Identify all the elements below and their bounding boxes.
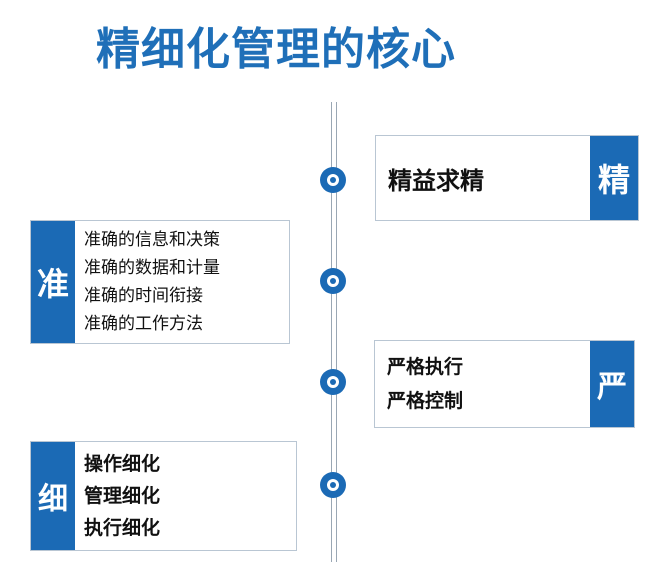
card-xi-badge: 细 [31,442,75,550]
card-jing-badge: 精 [590,136,638,220]
card-xi: 细 操作细化 管理细化 执行细化 [30,441,297,551]
card-xi-line: 操作细化 [84,453,161,475]
card-xi-lines: 操作细化 管理细化 执行细化 [75,442,160,550]
timeline-node-icon-2 [320,268,346,294]
card-jing-lines: 精益求精 [376,136,590,220]
card-yan: 严格执行 严格控制 严 [374,340,635,428]
card-xi-line: 执行细化 [84,517,161,539]
timeline-node-icon-1 [320,167,346,193]
card-zhun: 准 准确的信息和决策 准确的数据和计量 准确的时间衔接 准确的工作方法 [30,220,290,344]
card-zhun-lines: 准确的信息和决策 准确的数据和计量 准确的时间衔接 准确的工作方法 [75,221,220,343]
card-jing: 精益求精 精 [375,135,639,221]
timeline-axis [331,102,337,562]
card-zhun-line: 准确的工作方法 [84,314,203,334]
card-yan-lines: 严格执行 严格控制 [375,341,590,427]
card-yan-badge: 严 [590,341,634,427]
card-zhun-line: 准确的时间衔接 [84,286,203,306]
card-yan-line: 严格控制 [387,390,464,412]
card-xi-line: 管理细化 [84,485,161,507]
card-jing-line: 精益求精 [388,166,484,195]
card-zhun-badge: 准 [31,221,75,343]
page-title: 精细化管理的核心 [96,24,456,75]
timeline-node-icon-3 [320,369,346,395]
card-zhun-line: 准确的信息和决策 [84,230,220,250]
timeline-node-icon-4 [320,472,346,498]
card-yan-line: 严格执行 [387,356,464,378]
card-zhun-line: 准确的数据和计量 [84,258,220,278]
